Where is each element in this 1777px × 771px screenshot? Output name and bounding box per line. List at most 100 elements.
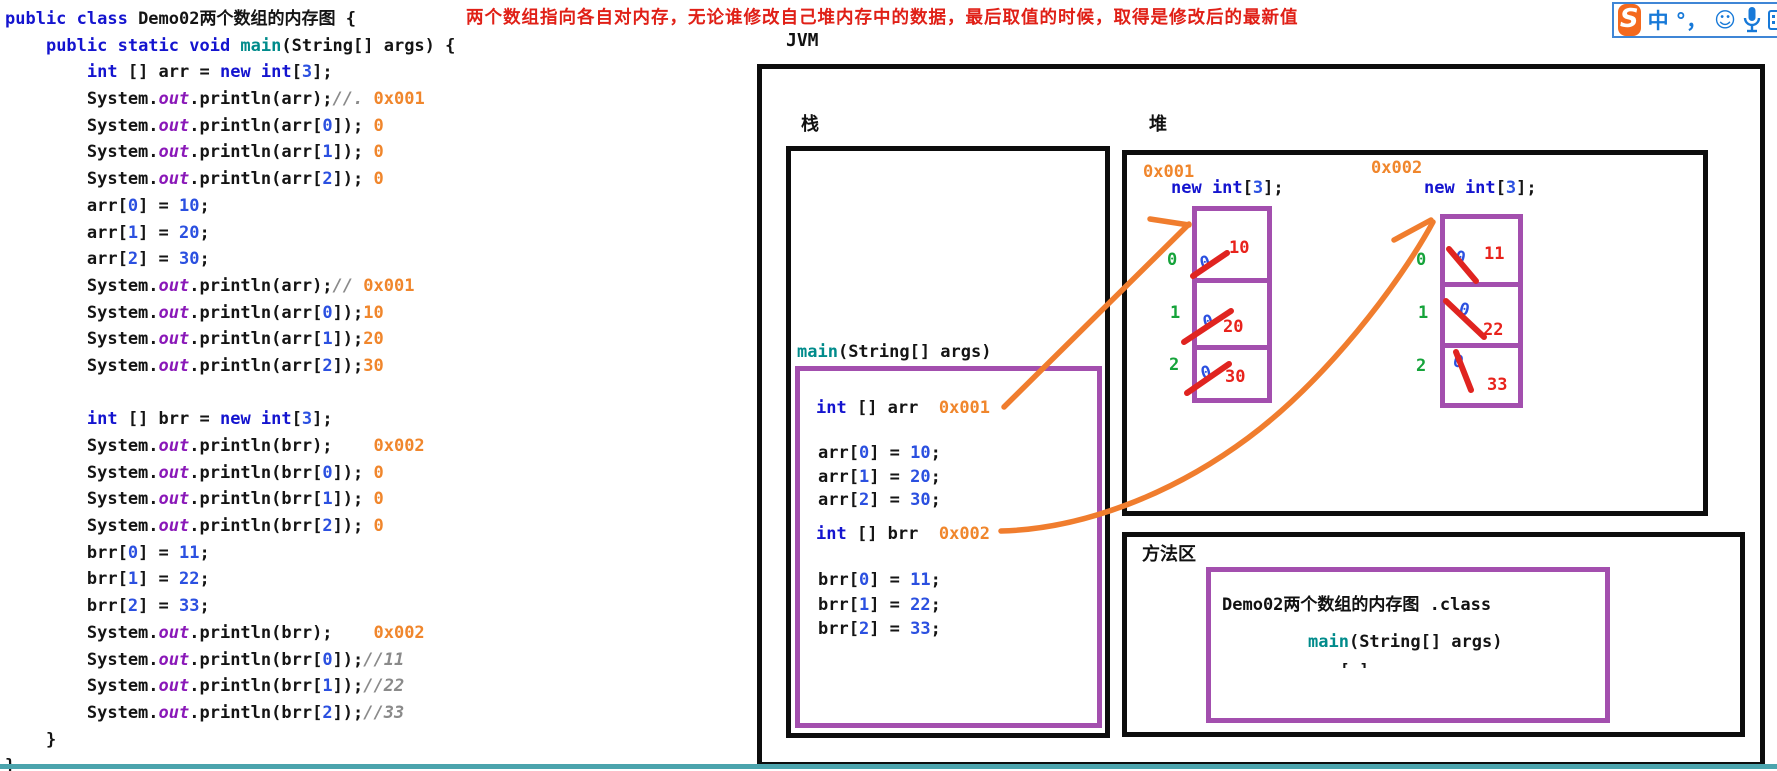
token: 30 [179,249,200,270]
code-line [5,380,455,407]
chinese-mode-icon[interactable]: 中 [1647,9,1669,33]
emoji-icon[interactable]: ☺ [1714,8,1736,32]
token: 0x002 [928,524,991,544]
arr2-value-0: 11 [1484,244,1505,264]
token: out [158,115,190,136]
token: System. [5,622,159,643]
cell-divider [1197,278,1267,283]
token: 0 [373,462,384,483]
token: ]); [332,302,364,323]
token: .println(arr); [189,275,333,296]
token: 0 [127,542,139,563]
token: ]); [332,649,364,670]
method-area-label: 方法区 [1142,544,1196,565]
token: main [1308,632,1349,652]
token: System. [5,329,159,350]
token: arr[ [818,467,859,487]
token: System. [5,89,159,110]
token: ]); [332,676,364,697]
token: arr[ [5,249,128,270]
code-line: System.out.println(arr[0]); 0 [5,113,455,140]
token: ]); [332,142,374,163]
microphone-icon[interactable] [1743,6,1761,34]
token: .println(arr[ [189,115,323,136]
token: public class [5,9,139,29]
token [5,409,87,429]
token: ]; [1263,178,1284,198]
keyboard-icon[interactable] [1768,10,1777,30]
token: out [158,489,190,510]
token: .println(brr[ [189,676,323,697]
token: System. [5,169,159,190]
punctuation-icon[interactable]: °， [1675,9,1708,33]
token: out [158,275,190,296]
class-box [1206,567,1610,723]
token: ; [199,596,210,617]
token: ] = [138,249,180,270]
code-line: brr[2] = 33; [5,593,455,620]
code-line: System.out.println(arr[1]); 0 [5,139,455,166]
token: ]); [332,169,374,190]
token: 0 [373,489,384,510]
token: brr[ [818,570,859,590]
token: [] brr [856,524,929,544]
token: ]); [332,489,374,510]
arr1-value-2: 30 [1225,367,1246,387]
token: 1 [322,329,333,350]
code-line: int [] arr = new int[3]; [5,59,455,86]
token: .println(arr[ [189,329,323,350]
stack-line-arr0: arr[0] = 10; [818,443,941,463]
token: 0 [373,516,384,537]
token: brr[ [5,569,128,590]
token: out [158,462,190,483]
token: arr[ [5,222,128,243]
code-line: System.out.println(arr);//. 0x001 [5,86,455,113]
cell-divider [1445,282,1518,287]
token: .println(brr[ [189,649,323,670]
token: arr[ [5,195,128,216]
token: ; [199,569,210,590]
token: System. [5,275,159,296]
token: 0 [373,169,384,190]
token: 0 [322,649,333,670]
token: System. [5,676,159,697]
sogou-logo-icon[interactable]: S [1618,4,1641,36]
token: ; [199,249,210,270]
token: [] arr = [127,62,220,83]
token: //. [332,89,364,110]
token: 0x002 [332,622,425,643]
token: ] = [138,222,180,243]
token: 3 [301,409,313,430]
token: ; [930,570,941,590]
token: System. [5,649,159,670]
ime-toolbar: S 中 °， ☺ [1612,2,1777,38]
token: ] = [138,195,180,216]
token: main [797,342,838,362]
arr2-value-1: 22 [1483,320,1504,340]
stack-line-arr-decl: int [] arr 0x001 [816,398,990,418]
token: 22 [179,569,200,590]
token: ; [199,222,210,243]
token: ]); [332,355,364,376]
token: 0x002 [332,436,425,456]
token: 2 [858,490,870,510]
arr2-value-2: 33 [1487,375,1508,395]
code-line: System.out.println(brr[1]);//22 [5,673,455,700]
token: out [158,302,190,323]
token: ] = [138,542,180,563]
token: ]); [332,462,374,483]
token: System. [5,142,159,163]
token: ; [930,595,941,615]
cell-divider [1197,345,1267,350]
token: out [158,516,190,537]
token: new int [219,62,292,83]
token: out [158,676,190,697]
code-line: brr[0] = 11; [5,540,455,567]
arr1-index-2: 2 [1169,355,1180,375]
token [5,62,87,82]
heap-arr2-box [1440,214,1523,408]
token: ] = [138,569,180,590]
token: System. [5,436,159,456]
main-stack-frame [795,366,1102,728]
